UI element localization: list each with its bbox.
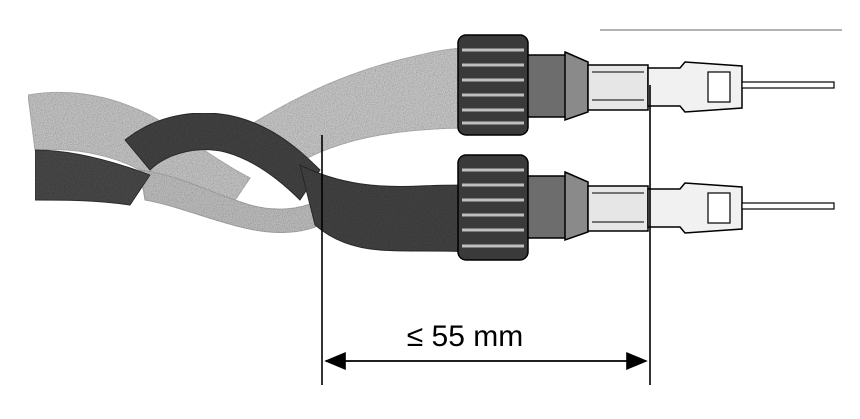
dimension-label: ≤ 55 mm xyxy=(407,320,523,353)
lower-connector xyxy=(457,154,835,261)
upper-connector xyxy=(457,34,835,136)
dark-wire xyxy=(34,112,471,253)
